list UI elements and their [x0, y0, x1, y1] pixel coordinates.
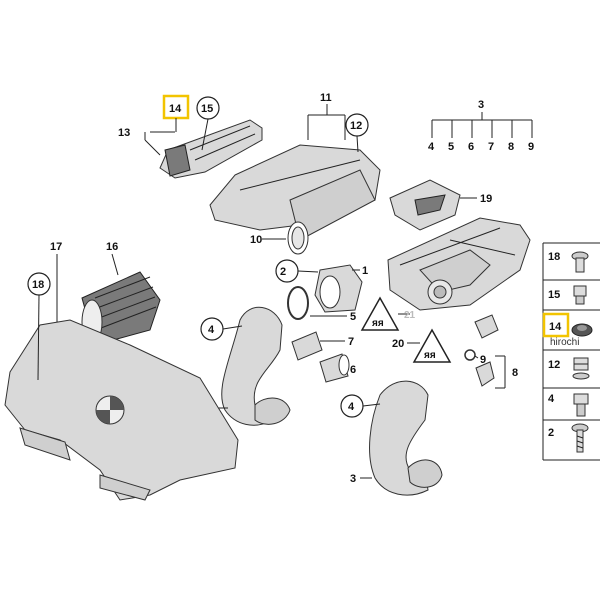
legend-label-2: 2 — [548, 427, 554, 439]
legend-label-18: 18 — [548, 251, 560, 263]
svg-text:ᴙᴙ: ᴙᴙ — [372, 318, 384, 329]
stud-15-icon — [573, 285, 587, 305]
intake-duct-left: 4 3 — [200, 306, 291, 426]
legend-label-15: 15 — [548, 289, 560, 301]
label-1: 1 — [362, 265, 368, 277]
label-17: 17 — [50, 241, 62, 253]
pipe-6: 6 — [319, 353, 356, 383]
pipe-7: 7 — [291, 331, 354, 361]
label-13: 13 — [118, 127, 130, 139]
label-21: 21 — [404, 310, 416, 321]
screw-18-icon — [571, 251, 589, 273]
screw-2-icon — [571, 423, 589, 453]
callout-11-group: 11 12 10 — [250, 92, 369, 246]
cylinder-head-cover — [387, 217, 531, 311]
rubber-bellows-16: 16 — [81, 241, 161, 346]
label-4b: 4 — [348, 401, 355, 413]
callout-13-group: 13 14 15 — [118, 94, 220, 156]
legend-label-12: 12 — [548, 359, 560, 371]
label-8: 8 — [508, 141, 514, 153]
label-3b: 3 — [350, 473, 356, 485]
label-6: 6 — [468, 141, 474, 153]
label-7: 7 — [348, 336, 354, 348]
svg-text:ᴙᴙ: ᴙᴙ — [424, 350, 436, 361]
vent-hose-8: 9 8 — [464, 314, 518, 389]
hardware-legend: 18 15 14 12 4 2 — [542, 242, 600, 461]
warning-label-20: ᴙᴙ 20 — [392, 328, 452, 363]
label-4: 4 — [428, 141, 435, 153]
label-2: 2 — [280, 266, 286, 278]
grommet-14-icon — [571, 323, 593, 337]
engine-cover-17: 17 18 — [4, 241, 239, 501]
intake-snorkel — [159, 119, 263, 179]
callout-tree-3: 3 4 5 6 7 8 9 — [428, 99, 534, 153]
label-6: 6 — [350, 364, 356, 376]
intake-duct-right: 4 3 — [340, 380, 443, 496]
label-12: 12 — [350, 120, 362, 132]
label-4a: 4 — [208, 324, 215, 336]
air-filter-housing — [209, 144, 381, 255]
label-9: 9 — [528, 141, 534, 153]
label-5: 5 — [350, 311, 356, 323]
watermark-text: hirochi — [550, 337, 580, 348]
label-7: 7 — [488, 141, 494, 153]
label-5: 5 — [448, 141, 454, 153]
label-19: 19 — [480, 193, 492, 205]
bolt-4-icon — [573, 393, 589, 417]
legend-label-14: 14 — [549, 321, 562, 333]
mount-bracket-19: 19 — [389, 179, 492, 231]
label-9: 9 — [480, 354, 486, 366]
label-10: 10 — [250, 234, 262, 246]
label-3: 3 — [478, 99, 484, 111]
label-8: 8 — [512, 367, 518, 379]
nut-12-icon — [572, 357, 590, 380]
legend-label-4: 4 — [548, 393, 555, 405]
label-14: 14 — [169, 103, 182, 115]
label-15: 15 — [201, 103, 213, 115]
warning-label-21: ᴙᴙ 21 — [360, 296, 416, 331]
label-18: 18 — [32, 279, 44, 291]
label-16: 16 — [106, 241, 118, 253]
label-20: 20 — [392, 338, 404, 350]
legend-highlight-14 — [542, 312, 570, 338]
air-mass-sensor: 1 2 5 — [275, 259, 368, 323]
label-11: 11 — [320, 92, 332, 104]
